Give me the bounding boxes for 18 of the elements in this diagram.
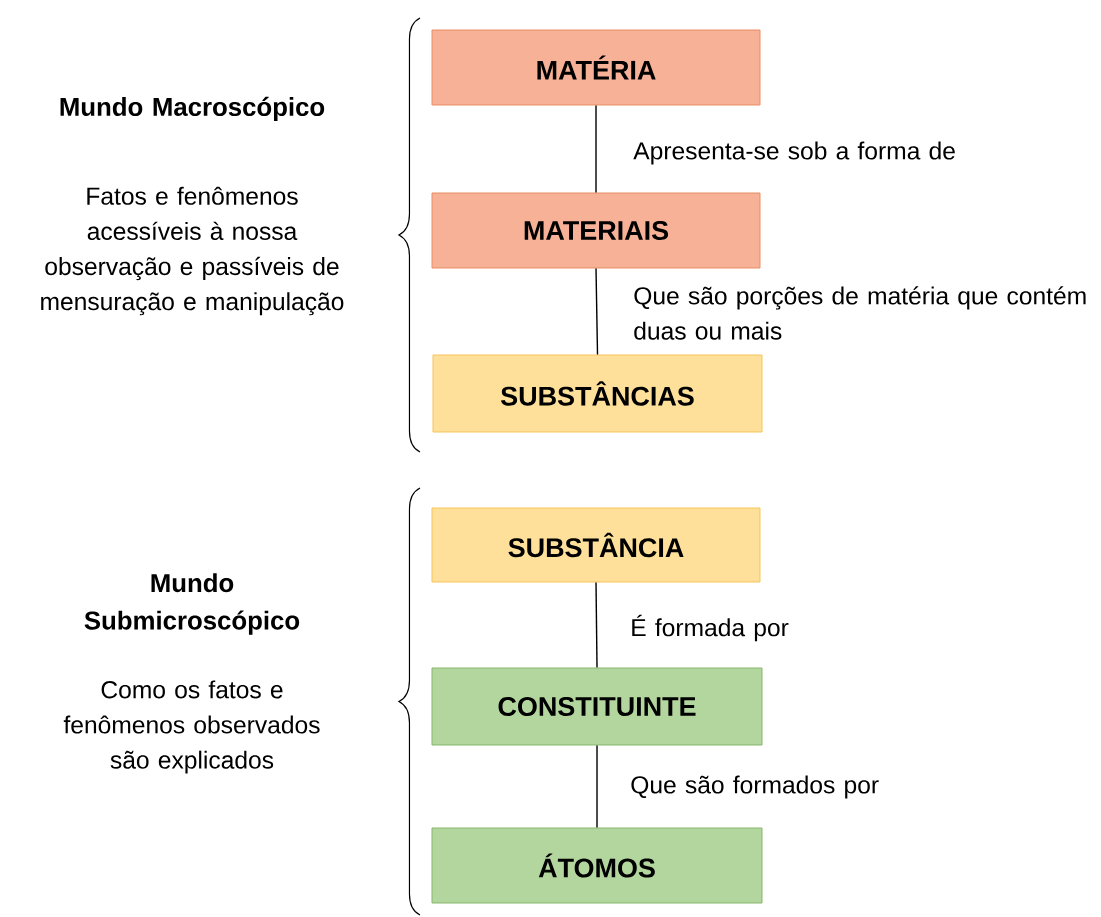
concept-box: SUBSTÂNCIA xyxy=(431,507,761,583)
edge-label: Que são porções de matéria que contém duas ou mais xyxy=(634,286,1086,340)
connector-line xyxy=(596,744,598,829)
edge-label: Que são formados por xyxy=(631,775,879,799)
edge-label: Apresenta-se sob a forma de xyxy=(633,141,955,165)
section-heading: Mundo Macroscópico xyxy=(60,96,325,122)
description-text: Como os fatos e fenômenos observados são explicados xyxy=(63,680,320,774)
connector-line xyxy=(595,267,599,356)
section-heading: Mundo Submicroscópico xyxy=(84,573,300,635)
edge-label: É formada por xyxy=(632,614,789,642)
concept-box: SUBSTÂNCIAS xyxy=(432,354,763,433)
connector-line xyxy=(595,104,597,194)
description-text: Fatos e fenômenos acessíveis à nossa observação e passíveis de mensuração e manipulação xyxy=(41,186,344,316)
concept-box: CONSTITUINTE xyxy=(431,667,763,746)
concept-box: MATÉRIA xyxy=(431,29,761,106)
concept-box: MATERIAIS xyxy=(431,192,761,269)
concept-box: ÁTOMOS xyxy=(431,827,763,904)
connector-line xyxy=(595,581,598,669)
